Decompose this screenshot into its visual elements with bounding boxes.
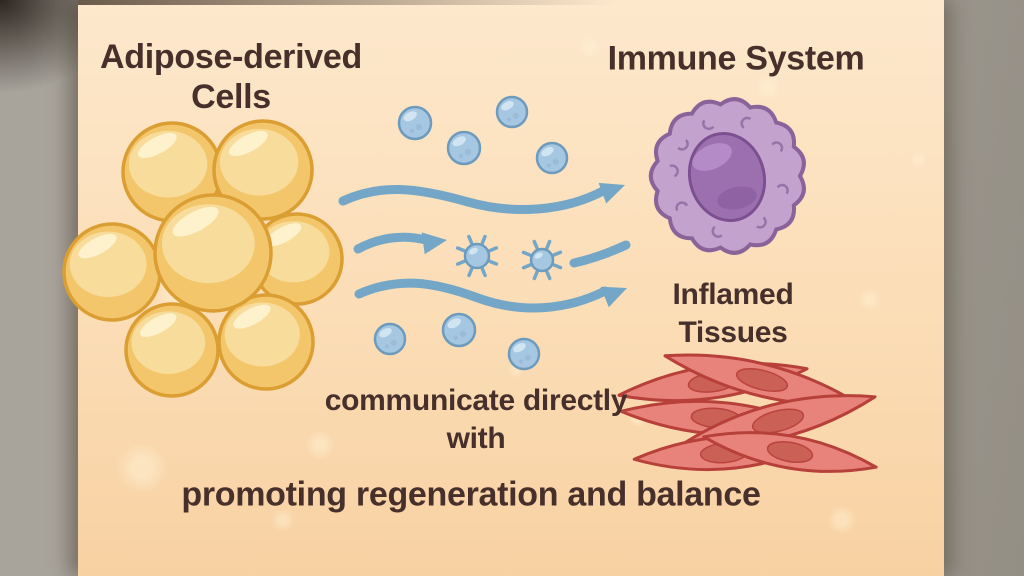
vesicle-icon (507, 337, 541, 371)
flow-arrow-icon (354, 278, 610, 313)
label-line: Adipose-derived (100, 38, 362, 76)
vesicle-icon (535, 141, 569, 175)
tissue-cell (702, 431, 878, 473)
adipose-cell (217, 293, 315, 391)
adipose-cell (250, 212, 344, 306)
label-line: Cells (191, 78, 271, 116)
adipose-cell-cluster-icon (62, 119, 344, 398)
flow-dash-icon (569, 240, 631, 268)
flow-arrow-head-icon (600, 286, 627, 308)
label-line: Immune System (607, 39, 865, 78)
flow-arrow-icon (338, 185, 608, 214)
flow-arrow-head-icon (421, 232, 447, 255)
exosomes (455, 234, 563, 281)
label-line: Tissues (678, 316, 788, 349)
flow-arrows (338, 182, 631, 313)
label-promoting-regeneration: promoting regeneration and balance (181, 475, 761, 515)
label-line: with (446, 422, 506, 455)
label-inflamed-tissues: Inflamed Tissues (673, 276, 794, 352)
inflamed-tissue-icon (617, 353, 878, 473)
label-communicate-directly: communicate directly with (324, 382, 628, 458)
vesicles (373, 95, 569, 371)
vesicle-icon (495, 95, 529, 129)
label-line: communicate directly (324, 384, 628, 417)
label-adipose-derived-cells: Adipose-derived Cells (100, 37, 362, 117)
adipose-cell (212, 119, 314, 221)
label-immune-system: Immune System (608, 40, 865, 79)
vesicle-icon (373, 322, 407, 356)
immune-cell-icon (648, 97, 806, 255)
label-line: Inflamed (672, 278, 794, 311)
exosome-spiky-icon (455, 234, 499, 278)
flow-arrow-head-icon (598, 182, 625, 204)
adipose-cell (153, 193, 273, 313)
adipose-cell (124, 302, 220, 398)
vesicle-icon (397, 105, 433, 141)
label-line: promoting regeneration and balance (181, 475, 761, 514)
vesicle-icon (441, 312, 477, 348)
exosome-spiky-icon (521, 239, 563, 281)
flow-arrow-icon (353, 232, 431, 254)
vesicle-icon (446, 130, 482, 166)
adipose-cell (62, 222, 162, 322)
